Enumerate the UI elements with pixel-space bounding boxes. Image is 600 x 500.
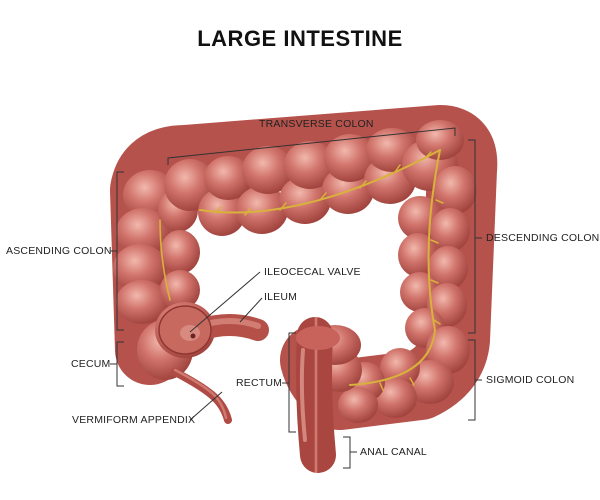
label-cecum: CECUM	[71, 358, 111, 370]
appendix-pointer	[189, 391, 223, 421]
rectum	[296, 317, 340, 473]
descending-bracket	[468, 139, 476, 334]
transverse-bracket	[167, 127, 456, 165]
label-ileocecal-valve: ILEOCECAL VALVE	[264, 266, 361, 278]
page-title: LARGE INTESTINE	[197, 26, 403, 51]
vermiform-appendix	[171, 368, 232, 424]
label-descending-colon: DESCENDING COLON	[486, 232, 600, 244]
ileocecal-valve	[158, 305, 212, 355]
label-ileum: ILEUM	[264, 291, 298, 303]
ileum-pointer	[239, 297, 263, 323]
ascending-colon	[113, 170, 200, 324]
ileocecal-pointer	[189, 271, 261, 333]
label-ascending-colon: ASCENDING COLON	[6, 245, 112, 257]
blood-vessels	[159, 149, 444, 391]
transverse-colon	[164, 120, 464, 236]
label-anal-canal: ANAL CANAL	[360, 446, 427, 458]
label-rectum: RECTUM	[236, 377, 283, 389]
label-vermiform-appendix: VERMIFORM APPENDIX	[72, 414, 196, 426]
leader-lines	[110, 127, 482, 469]
label-transverse-colon: TRANSVERSE COLON	[259, 118, 374, 130]
label-sigmoid-colon: SIGMOID COLON	[486, 374, 575, 386]
anal-canal-bracket	[343, 436, 351, 469]
